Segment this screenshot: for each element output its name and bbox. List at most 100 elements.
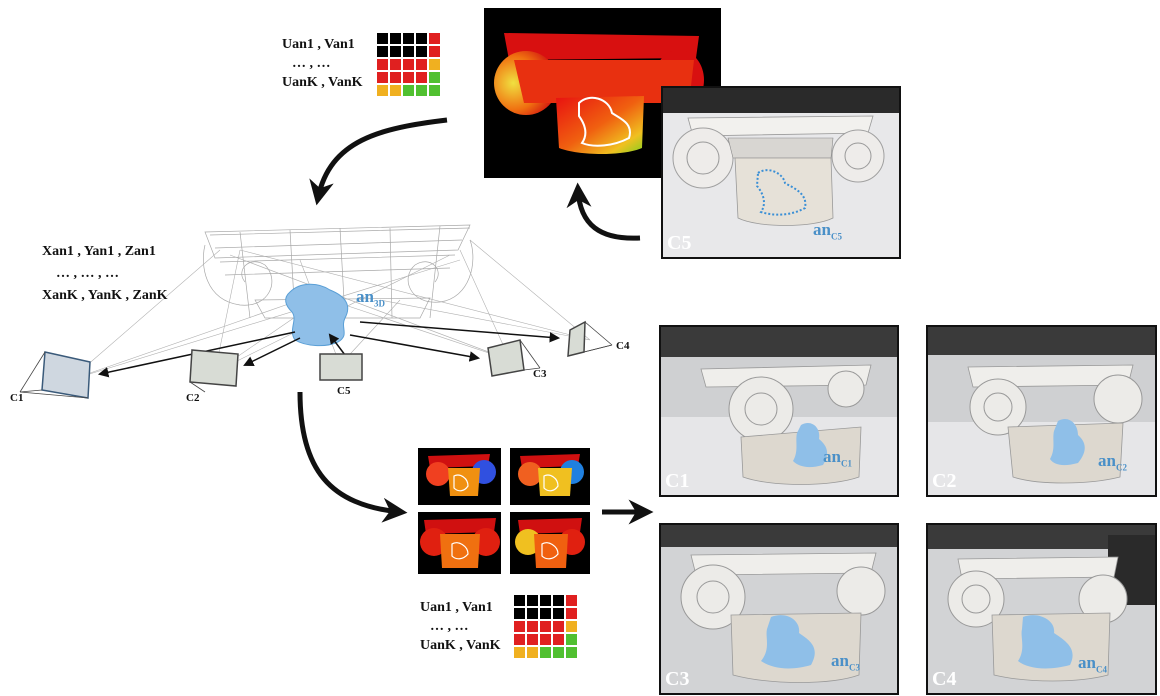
grid-cell [429,59,440,70]
grid-cell [416,72,427,83]
depth-map-grid-2 [510,448,590,505]
grid-cell [527,634,538,645]
grid-cell [390,59,401,70]
camera-label-c3: C3 [533,368,547,380]
grid-cell [514,608,525,619]
grid-cell [553,647,564,658]
grid-cell [566,647,577,658]
equation-line: Uan1 , Van1 [420,600,493,615]
grid-cell [403,59,414,70]
camera-c2-frustum [189,349,239,393]
grid-cell [527,595,538,606]
depth-map-grid-1 [418,448,501,505]
grid-cell [566,634,577,645]
camera-c3-frustum [487,339,541,377]
grid-cell [429,46,440,57]
equation-line: … , … [292,56,331,71]
grid-cell [553,634,564,645]
equation-line: … , … , … [56,266,119,281]
camera-c4-frustum [567,320,613,357]
annotation-3d-blob [285,283,349,347]
photo-c3-label: C3 [665,668,690,690]
photo-c5-annotation-label: anC5 [813,220,842,242]
photo-c1: C1 anC1 [659,325,899,497]
depth-map-grid-4 [510,512,590,574]
grid-cell [540,647,551,658]
grid-cell [403,33,414,44]
arrow-photo-to-depth [566,182,641,241]
point-cloud [203,224,474,319]
photo-c5-label: C5 [667,232,692,254]
grid-cell [390,46,401,57]
photo-c2-label: C2 [932,470,957,492]
equation-line: UanK , VanK [282,75,363,90]
grid-cell [377,33,388,44]
grid-cell [390,33,401,44]
grid-cell [390,85,401,96]
grid-cell [553,621,564,632]
photo-c1-label: C1 [665,470,690,492]
depth-map-grid-3 [418,512,501,574]
grid-cell [390,72,401,83]
grid-cell [540,608,551,619]
grid-cell [403,72,414,83]
camera-label-c2: C2 [186,392,200,404]
xyz-equation: Xan1 , Yan1 , Zan1 … , … , … XanK , YanK… [42,241,168,307]
grid-cell [514,595,525,606]
uv-equation-bottom: Uan1 , Van1 … , … UanK , VanK [420,598,501,655]
camera-label-c1: C1 [10,392,24,404]
grid-cell [416,33,427,44]
photo-c5: C5 anC5 [661,86,901,259]
grid-cell [416,59,427,70]
arrow-cloud-to-grid [297,391,408,523]
grid-cell [377,85,388,96]
camera-label-c5: C5 [337,385,351,397]
grid-cell [527,621,538,632]
photo-c4-label: C4 [932,668,957,690]
grid-cell [429,85,440,96]
color-grid-top [377,33,440,96]
color-grid-bottom [514,595,577,658]
grid-cell [566,595,577,606]
photo-c2-annotation-label: anC2 [1098,451,1127,473]
grid-cell [553,608,564,619]
grid-cell [566,621,577,632]
equation-line: Xan1 , Yan1 , Zan1 [42,244,156,259]
photo-c4: C4 anC4 [926,523,1157,695]
equation-line: XanK , YanK , ZanK [42,288,168,303]
grid-cell [540,621,551,632]
grid-cell [514,647,525,658]
grid-cell [553,595,564,606]
grid-cell [527,647,538,658]
photo-c4-annotation-label: anC4 [1078,653,1107,675]
photo-c2: C2 anC2 [926,325,1157,497]
grid-cell [514,621,525,632]
photo-c1-annotation-label: anC1 [823,447,852,469]
grid-cell [514,634,525,645]
camera-c1-frustum [19,351,91,399]
grid-cell [540,595,551,606]
uv-equation-top: Uan1 , Van1 … , … UanK , VanK [282,35,363,92]
annotation-3d-label: an3D [356,287,385,309]
camera-label-c4: C4 [616,340,630,352]
grid-cell [540,634,551,645]
photo-c3-annotation-label: anC3 [831,651,860,673]
photo-c3: C3 anC3 [659,523,899,695]
arrow-depth-to-cloud [309,117,448,206]
grid-cell [403,46,414,57]
camera-c5-frustum [319,353,363,381]
equation-line: Uan1 , Van1 [282,37,355,52]
equation-line: UanK , VanK [420,638,501,653]
grid-cell [377,59,388,70]
grid-cell [429,72,440,83]
grid-cell [416,46,427,57]
grid-cell [377,46,388,57]
grid-cell [566,608,577,619]
grid-cell [429,33,440,44]
equation-line: … , … [430,619,469,634]
grid-cell [527,608,538,619]
grid-cell [403,85,414,96]
grid-cell [416,85,427,96]
